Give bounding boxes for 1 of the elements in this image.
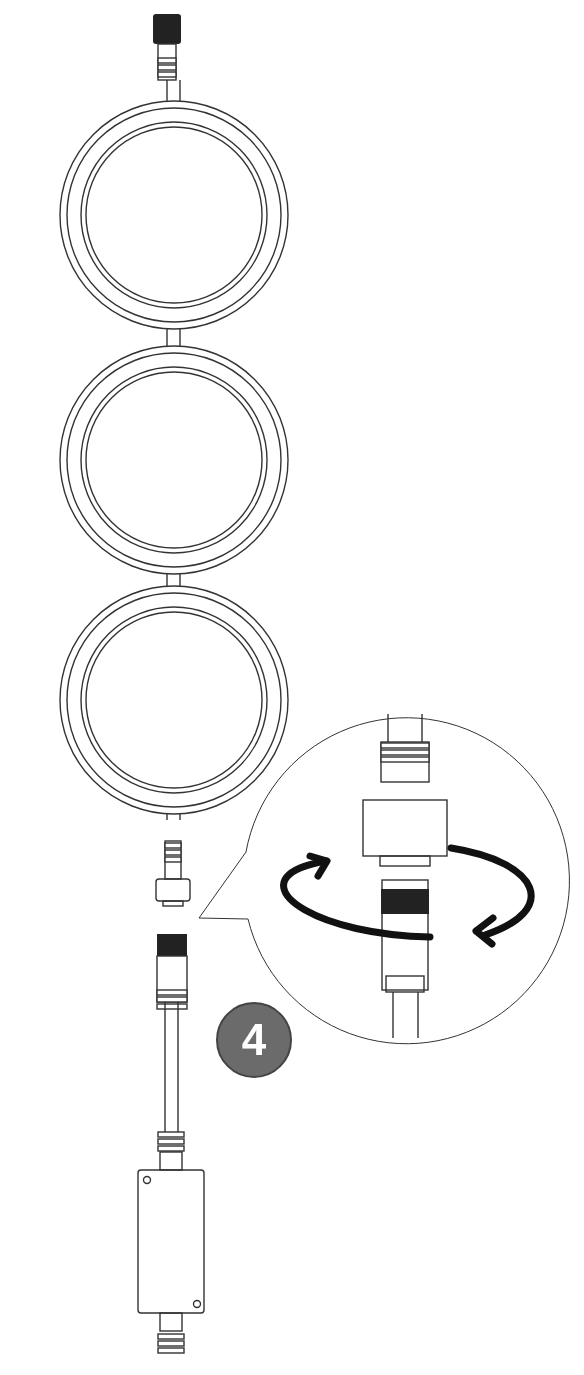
step-number-badge: 4 — [216, 1002, 292, 1078]
